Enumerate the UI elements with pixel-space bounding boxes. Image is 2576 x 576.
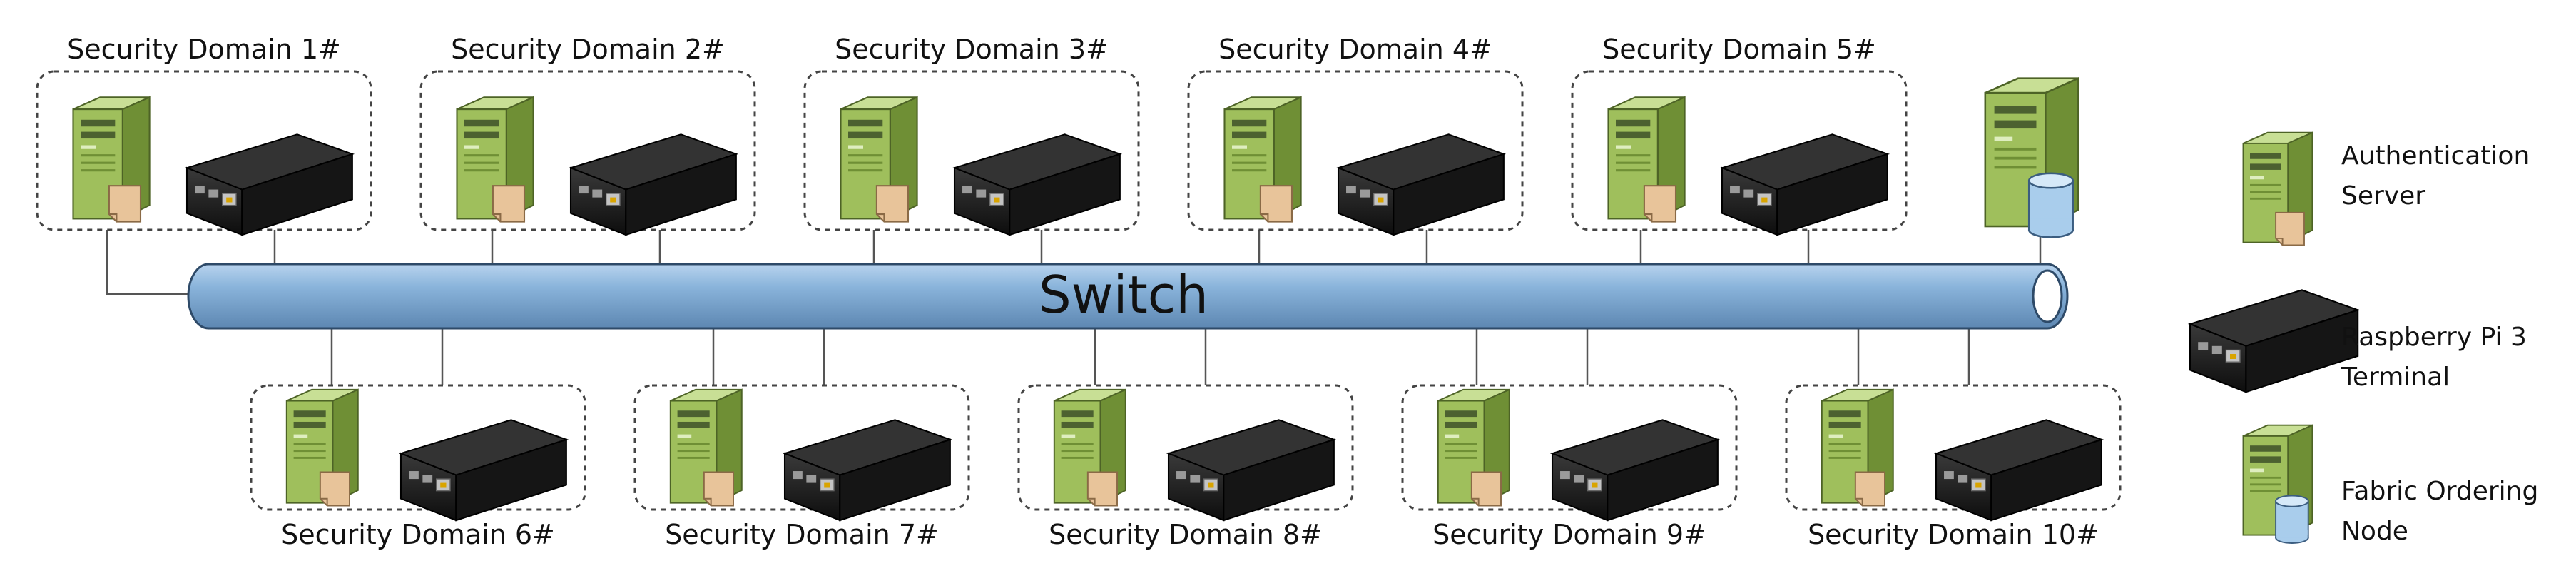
domain-box [1187, 70, 1524, 231]
security-domain-10: Security Domain 10# [1785, 384, 2122, 550]
authentication-server-icon [72, 96, 151, 223]
domain-box [250, 384, 586, 511]
legend-label: Server [2341, 181, 2425, 211]
raspberry-pi-terminal-icon [1719, 133, 1890, 236]
certificate-icon [2275, 211, 2305, 246]
authentication-server-icon [669, 388, 743, 507]
certificate-icon [1086, 471, 1118, 507]
domain-label: Security Domain 3# [835, 34, 1109, 65]
certificate-icon [875, 185, 910, 223]
domain-label: Security Domain 9# [1432, 519, 1706, 550]
raspberry-pi-terminal-icon [184, 133, 355, 236]
domain-label: Security Domain 1# [67, 34, 341, 65]
authentication-server-icon [285, 388, 359, 507]
security-domain-2: Security Domain 2# [419, 34, 756, 236]
domain-box [1571, 70, 1908, 231]
legend-label: Authentication [2341, 141, 2530, 171]
security-domain-8: Security Domain 8# [1017, 384, 1354, 550]
raspberry-pi-terminal-icon [2187, 289, 2361, 393]
raspberry-pi-terminal-icon [568, 133, 739, 236]
security-domain-4: Security Domain 4# [1187, 34, 1524, 236]
switch: Switch [187, 263, 2069, 330]
raspberry-pi-terminal-icon [952, 133, 1123, 236]
switch-pipe-end [2032, 269, 2063, 323]
raspberry-pi-terminal-icon [1549, 419, 1721, 522]
authentication-server-icon [1053, 388, 1126, 507]
domain-label: Security Domain 8# [1049, 519, 1323, 550]
authentication-server-icon [2242, 131, 2313, 246]
certificate-icon [1854, 471, 1885, 507]
domain-box [36, 70, 372, 231]
domain-box [633, 384, 970, 511]
domain-label: Security Domain 5# [1602, 34, 1876, 65]
legend-item-raspberry-pi-terminal: Raspberry Pi 3 Terminal [2187, 289, 2527, 393]
domain-label: Security Domain 4# [1218, 34, 1492, 65]
certificate-icon [1643, 185, 1677, 223]
certificate-icon [492, 185, 526, 223]
domain-box [1017, 384, 1354, 511]
raspberry-pi-terminal-icon [1166, 419, 1337, 522]
switch-label: Switch [1039, 265, 1208, 325]
legend-label: Terminal [2341, 363, 2450, 392]
security-domain-9: Security Domain 9# [1401, 384, 1738, 550]
database-icon [2027, 172, 2074, 238]
domain-label: Security Domain 7# [665, 519, 939, 550]
authentication-server-icon [840, 96, 918, 223]
legend-label: Raspberry Pi 3 [2341, 323, 2527, 352]
authentication-server-icon [1607, 96, 1686, 223]
fabric-ordering-node-icon [2242, 424, 2313, 544]
fabric-ordering-node [1984, 76, 2079, 238]
legend-label: Node [2341, 517, 2408, 546]
certificate-icon [1470, 471, 1502, 507]
certificate-icon [1259, 185, 1293, 223]
authentication-server-icon [1437, 388, 1510, 507]
security-domain-6: Security Domain 6# [250, 384, 586, 550]
raspberry-pi-terminal-icon [782, 419, 953, 522]
security-domain-1: Security Domain 1# [36, 34, 372, 236]
security-domains: Security Domain 1# Security Domain 2# Secu… [36, 34, 2122, 550]
connector-lines [106, 230, 2042, 385]
domain-label: Security Domain 6# [281, 519, 555, 550]
authentication-server-icon [1821, 388, 1894, 507]
domain-box [419, 70, 756, 231]
domain-box [1785, 384, 2122, 511]
domain-box [803, 70, 1140, 231]
fabric-ordering-node-icon [1984, 76, 2079, 238]
authentication-server-icon [1223, 96, 1302, 223]
authentication-server-icon [456, 96, 534, 223]
security-domain-7: Security Domain 7# [633, 384, 970, 550]
raspberry-pi-terminal-icon [1933, 419, 2104, 522]
security-domain-5: Security Domain 5# [1571, 34, 1908, 236]
certificate-icon [319, 471, 350, 507]
domain-box [1401, 384, 1738, 511]
legend-label: Fabric Ordering [2341, 477, 2538, 506]
security-domain-3: Security Domain 3# [803, 34, 1140, 236]
raspberry-pi-terminal-icon [1335, 133, 1507, 236]
raspberry-pi-terminal-icon [398, 419, 569, 522]
certificate-icon [703, 471, 734, 507]
certificate-icon [108, 185, 142, 223]
domain-label: Security Domain 2# [451, 34, 725, 65]
switch-pipe [187, 263, 2069, 330]
database-icon [2275, 495, 2309, 544]
domain-label: Security Domain 10# [1808, 519, 2099, 550]
